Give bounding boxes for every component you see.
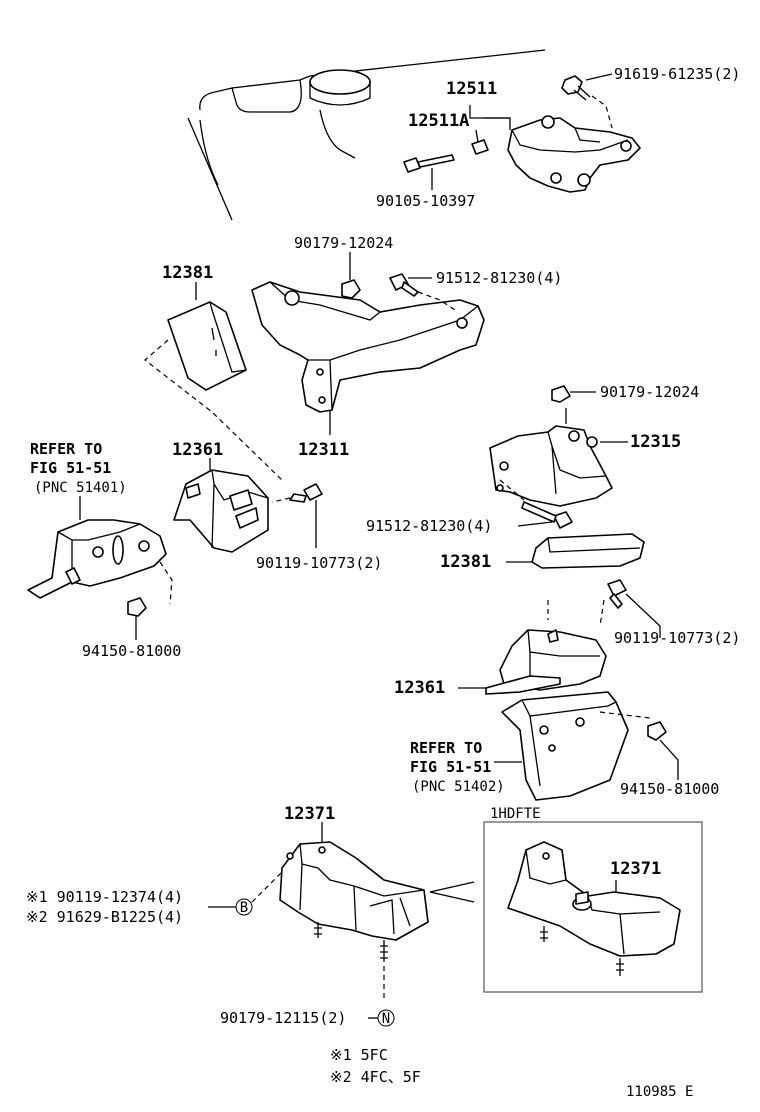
label-90119-10773-left: 90119-10773(2) [256, 554, 382, 572]
bolt-90105 [403, 154, 455, 190]
refer-right-line2: FIG 51-51 [410, 758, 491, 776]
marker-n-label: N [382, 1011, 390, 1027]
label-12361-left: 12361 [172, 440, 223, 460]
marker-b-label: B [240, 900, 248, 916]
bracket-12311 [251, 281, 485, 435]
marker-n: N [368, 1009, 395, 1027]
marker-b: B [208, 898, 253, 916]
nut-90179-a [341, 252, 361, 299]
note-1: ※1 5FC [330, 1046, 388, 1064]
label-94150-81000-right: 94150-81000 [620, 780, 719, 798]
diagram-id: 110985 E [626, 1084, 693, 1100]
variant-box-1hdfte [483, 821, 703, 993]
frame-bracket-left [27, 496, 173, 605]
refer-left-line3: (PNC 51401) [34, 480, 127, 496]
bolt-91619 [561, 73, 613, 129]
label-12511A: 12511A [408, 111, 469, 131]
note-2: ※2 4FC、5F [330, 1068, 421, 1086]
variant-box-title: 1HDFTE [490, 806, 541, 822]
nut-90179-b [551, 385, 596, 403]
pad-12381-left [144, 282, 283, 481]
label-12371-main: 12371 [284, 804, 335, 824]
label-90179-12024-b: 90179-12024 [600, 383, 699, 401]
label-12361-right: 12361 [394, 678, 445, 698]
nut-94150-right [647, 721, 679, 780]
bracket-12511 [507, 115, 641, 193]
label-12381-left: 12381 [162, 263, 213, 283]
engine-block-outline [187, 49, 546, 221]
label-90119-12374: ※1 90119-12374(4) [26, 888, 183, 906]
label-91512-81230-b: 91512-81230(4) [366, 517, 492, 535]
refer-right-line3: (PNC 51402) [412, 779, 505, 795]
refer-right-line1: REFER TO [410, 739, 482, 757]
insulator-12361-left [173, 458, 269, 553]
bolt-91512-a [389, 273, 456, 311]
pad-12381-right [506, 533, 645, 569]
label-12311: 12311 [298, 440, 349, 460]
cap-12511A [469, 105, 511, 155]
label-12511: 12511 [446, 79, 497, 99]
label-91512-81230-a: 91512-81230(4) [436, 269, 562, 287]
refer-left-line2: FIG 51-51 [30, 459, 111, 477]
label-90179-12115: 90179-12115(2) [220, 1009, 346, 1027]
label-12315: 12315 [630, 432, 681, 452]
nut-94150-left [127, 597, 147, 640]
label-12381-right: 12381 [440, 552, 491, 572]
label-90119-10773-right: 90119-10773(2) [614, 629, 740, 647]
label-91619-61235: 91619-61235(2) [614, 65, 740, 83]
label-94150-81000-left: 94150-81000 [82, 642, 181, 660]
bolt-90119-right [547, 579, 661, 638]
frame-bracket-right [494, 691, 651, 801]
insulator-12361-right [458, 629, 607, 695]
bolt-91512-b [499, 479, 573, 529]
bracket-12315 [489, 408, 628, 507]
label-12371-box: 12371 [610, 859, 661, 879]
rear-mount-12371 [251, 822, 475, 1002]
bolt-90119-left [271, 483, 323, 548]
label-90105-10397: 90105-10397 [376, 192, 475, 210]
label-91629-b1225: ※2 91629-B1225(4) [26, 908, 183, 926]
refer-left-line1: REFER TO [30, 440, 102, 458]
label-90179-12024-a: 90179-12024 [294, 234, 393, 252]
